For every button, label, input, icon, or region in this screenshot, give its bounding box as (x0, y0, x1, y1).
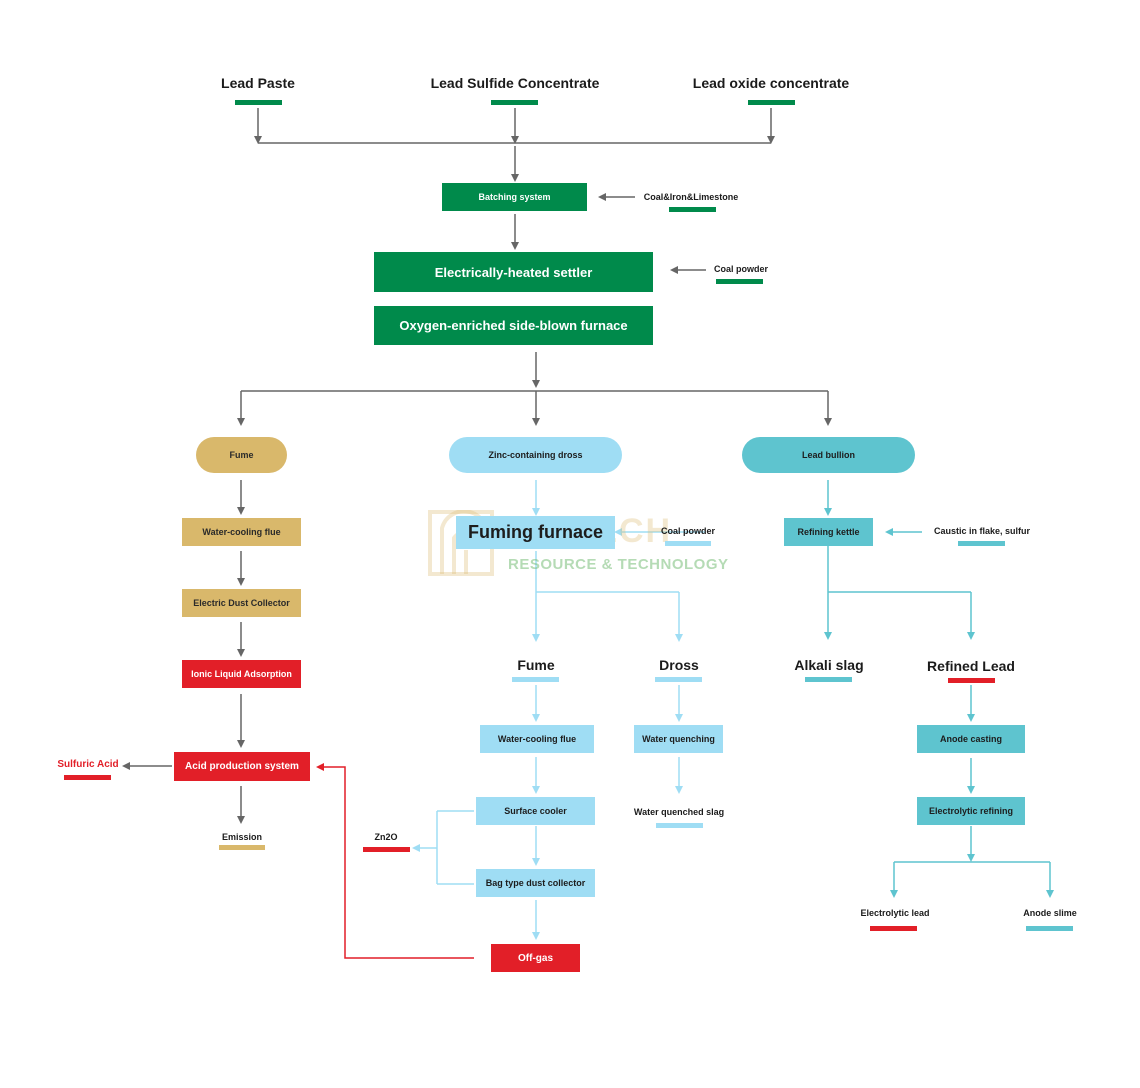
coal-iron-limestone-underline (669, 207, 716, 212)
coal-powder-underline (716, 279, 763, 284)
refined-lead-label: Refined Lead (927, 658, 1015, 674)
ionic-liquid-adsorption-box: Ionic Liquid Adsorption (182, 660, 301, 688)
water-quenched-slag-label: Water quenched slag (633, 807, 725, 817)
lead-sulfide-underline (491, 100, 538, 105)
dross-underline (655, 677, 702, 682)
fuming-coal-powder-label: Coal powder (660, 526, 715, 536)
electrolytic-refining-box: Electrolytic refining (917, 797, 1025, 825)
electric-dust-collector-box: Electric Dust Collector (182, 589, 301, 617)
emission-label: Emission (221, 832, 262, 842)
refining-kettle-box: Refining kettle (784, 518, 873, 546)
surface-cooler-box: Surface cooler (476, 797, 595, 825)
lead-oxide-label: Lead oxide concentrate (692, 75, 850, 91)
lead-paste-underline (235, 100, 282, 105)
anode-casting-box: Anode casting (917, 725, 1025, 753)
off-gas-box: Off-gas (491, 944, 580, 972)
coal-powder-label: Coal powder (713, 264, 768, 274)
zinc-fume-underline (512, 677, 559, 682)
lead-paste-label: Lead Paste (221, 75, 295, 91)
settler-box: Electrically-heated settler (374, 252, 653, 292)
lead-sulfide-label: Lead Sulfide Concentrate (430, 75, 600, 91)
dross-label: Dross (659, 657, 699, 673)
sulfuric-acid-label: Sulfuric Acid (57, 759, 119, 770)
zinc-dross-pill: Zinc-containing dross (449, 437, 622, 473)
coal-iron-limestone-label: Coal&Iron&Limestone (643, 192, 739, 202)
water-cooling-flue-box: Water-cooling flue (182, 518, 301, 546)
bag-dust-collector-box: Bag type dust collector (476, 869, 595, 897)
watermark-subtitle: RESOURCE & TECHNOLOGY (508, 556, 729, 573)
refined-lead-underline (948, 678, 995, 683)
emission-underline (219, 845, 265, 850)
zno-label: Zn2O (374, 832, 398, 842)
zinc-fume-label: Fume (517, 657, 555, 673)
anode-slime-underline (1026, 926, 1073, 931)
fuming-furnace-box: Fuming furnace (456, 516, 615, 549)
anode-slime-label: Anode slime (1023, 908, 1077, 918)
fuming-coal-powder-underline (665, 541, 711, 546)
side-blown-furnace-box: Oxygen-enriched side-blown furnace (374, 306, 653, 345)
acid-production-box: Acid production system (174, 752, 310, 781)
offgas-recycle-line (316, 763, 474, 959)
zinc-water-cooling-flue-box: Water-cooling flue (480, 725, 594, 753)
lead-bullion-pill: Lead bullion (742, 437, 915, 473)
alkali-slag-underline (805, 677, 852, 682)
batching-system-box: Batching system (442, 183, 587, 211)
zno-underline (363, 847, 410, 852)
caustic-sulfur-label: Caustic in flake, sulfur (933, 526, 1031, 536)
water-quenched-slag-underline (656, 823, 703, 828)
electrolytic-lead-label: Electrolytic lead (860, 908, 930, 918)
water-quenching-box: Water quenching (634, 725, 723, 753)
lead-oxide-underline (748, 100, 795, 105)
sulfuric-acid-underline (64, 775, 111, 780)
caustic-sulfur-underline (958, 541, 1005, 546)
alkali-slag-label: Alkali slag (794, 657, 864, 673)
fume-pill: Fume (196, 437, 287, 473)
electrolytic-lead-underline (870, 926, 917, 931)
